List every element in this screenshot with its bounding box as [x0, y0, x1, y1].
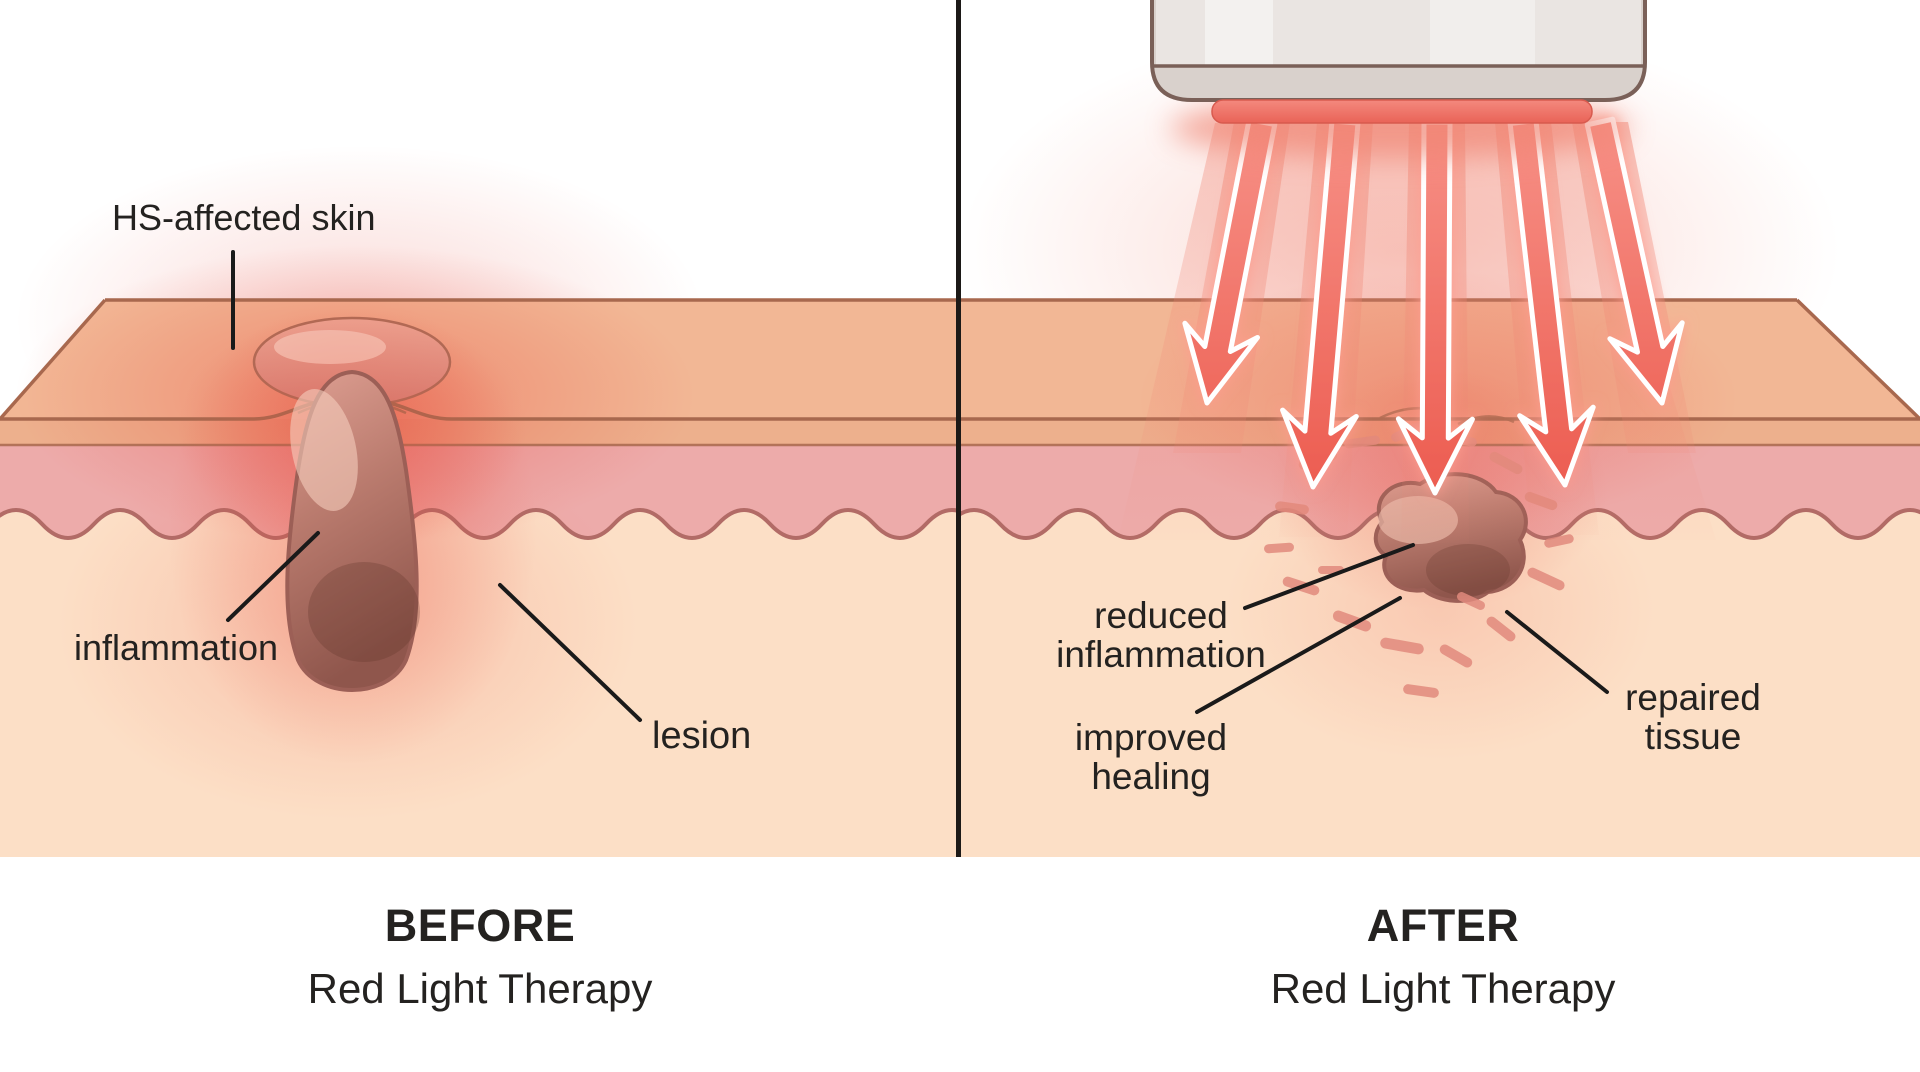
pointer-line-lesion [498, 583, 642, 722]
divider-line [956, 0, 961, 857]
healing-dash [1403, 684, 1439, 698]
red-light-arrows [1182, 116, 1685, 496]
label-reduced-line2: inflammation [1056, 634, 1266, 675]
label-lesion: lesion [652, 715, 752, 757]
label-repaired-line1: repaired [1625, 677, 1761, 718]
red-light-device [1150, 0, 1647, 158]
device-body-panel [1156, 0, 1641, 66]
before-title: BEFORE [384, 900, 576, 951]
label-improved-healing: improved healing [1025, 718, 1277, 796]
label-hs-affected-skin: HS-affected skin [112, 197, 376, 238]
lesion-shadow [308, 562, 420, 662]
before-subtitle: Red Light Therapy [307, 965, 653, 1012]
light-emitter-strip [1211, 99, 1593, 124]
red-light-arrow [1584, 116, 1685, 406]
healing-dash [1486, 616, 1516, 642]
red-light-arrow [1395, 119, 1475, 496]
healing-dash [1380, 637, 1424, 655]
label-improved-line1: improved [1074, 717, 1228, 758]
label-reduced-line1: reduced [1094, 595, 1228, 636]
device-body-sheen-right [1430, 0, 1535, 66]
red-light-arrow [1280, 118, 1361, 490]
pointer-line-repaired-tissue [1505, 610, 1609, 694]
after-subtitle: Red Light Therapy [1270, 965, 1616, 1012]
healing-dash [1527, 567, 1565, 591]
device-body-sheen-left [1205, 0, 1273, 66]
skin-block-before [0, 245, 958, 857]
label-repaired-tissue: repaired tissue [1567, 678, 1819, 756]
pointer-line-improved-healing [1195, 596, 1402, 714]
pointer-line-reduced-inflammation [1243, 543, 1415, 610]
healing-dash [1456, 592, 1486, 610]
after-title-block: AFTER Red Light Therapy [1183, 900, 1703, 1013]
healed-lesion-shadow [1426, 544, 1510, 596]
before-title-block: BEFORE Red Light Therapy [220, 900, 740, 1013]
after-title: AFTER [1366, 900, 1520, 951]
red-light-arrow [1507, 118, 1596, 488]
label-reduced-inflammation: reduced inflammation [1035, 596, 1287, 674]
label-improved-line2: healing [1091, 756, 1211, 797]
pointer-line-inflammation [226, 531, 320, 622]
healing-dash [1332, 610, 1372, 632]
label-repaired-line2: tissue [1644, 716, 1742, 757]
label-inflammation: inflammation [74, 627, 279, 668]
healing-dash [1439, 644, 1473, 668]
healing-dash [1264, 542, 1294, 554]
red-light-arrow [1182, 117, 1278, 406]
lesion-highlight [290, 388, 358, 512]
